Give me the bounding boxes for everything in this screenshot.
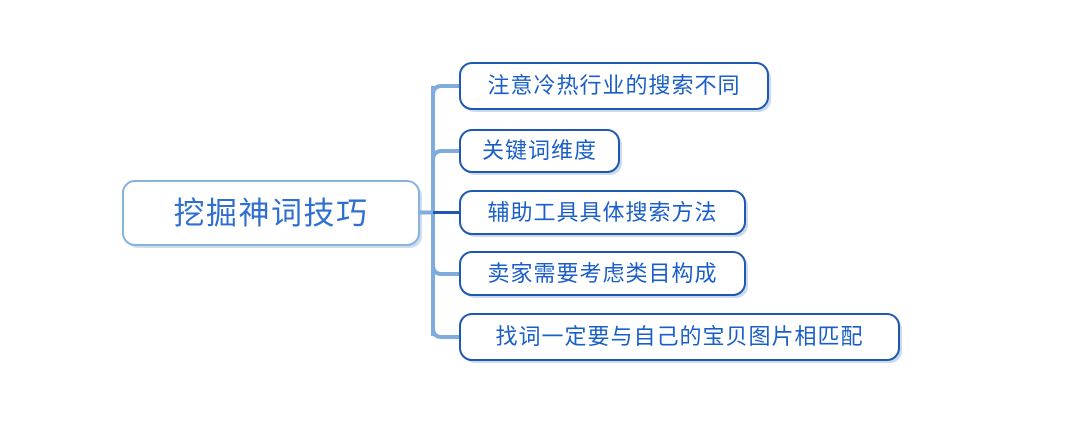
connector-branch-5: [431, 325, 459, 339]
connector-branch-1: [431, 84, 459, 98]
connector-branch-4: [431, 262, 459, 276]
branch-node-5[interactable]: 找词一定要与自己的宝贝图片相匹配: [459, 313, 900, 361]
root-node[interactable]: 挖掘神词技巧: [122, 180, 420, 246]
branch-node-3-label: 辅助工具具体搜索方法: [487, 199, 718, 225]
branch-node-5-label: 找词一定要与自己的宝贝图片相匹配: [495, 324, 864, 349]
connector-branch-2: [431, 149, 459, 163]
branch-node-4[interactable]: 卖家需要考虑类目构成: [459, 251, 746, 296]
branch-node-1[interactable]: 注意冷热行业的搜索不同: [459, 62, 769, 110]
root-node-label: 挖掘神词技巧: [173, 195, 369, 231]
branch-node-2[interactable]: 关键词维度: [459, 129, 620, 173]
branch-node-2-label: 关键词维度: [481, 138, 597, 163]
branch-node-3[interactable]: 辅助工具具体搜索方法: [459, 190, 746, 235]
branch-node-1-label: 注意冷热行业的搜索不同: [487, 73, 741, 98]
branch-node-4-label: 卖家需要考虑类目构成: [487, 260, 718, 286]
